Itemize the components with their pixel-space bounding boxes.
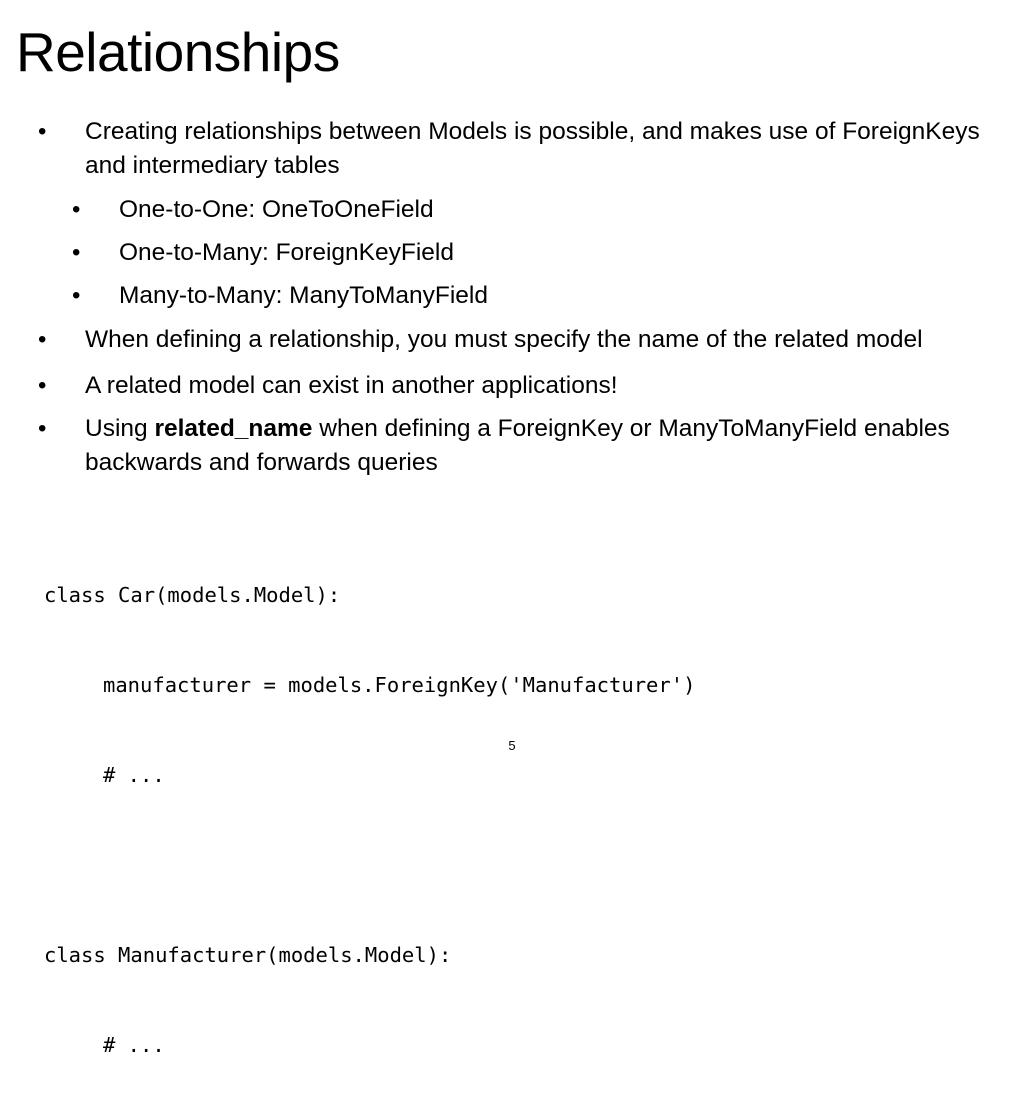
code-block: class Car(models.Model): manufacturer = … (44, 520, 695, 1120)
bullet-text: One-to-Many: ForeignKeyField (119, 239, 454, 266)
slide: Relationships • Creating relationships b… (0, 21, 1024, 1057)
sub-bullet-item: • One-to-Many: ForeignKeyField (0, 236, 1024, 270)
bullet-text: Creating relationships between Models is… (85, 118, 980, 179)
bullet-list: • Creating relationships between Models … (0, 115, 1024, 480)
bullet-dot-icon: • (72, 196, 81, 223)
code-line: class Car(models.Model): (44, 583, 341, 607)
bullet-item: • When defining a relationship, you must… (0, 323, 1024, 357)
bullet-text: When defining a relationship, you must s… (85, 326, 923, 353)
bullet-text-suffix: when defining a ForeignKey or ManyToMany… (85, 415, 950, 476)
bullet-text-bold: related_name (154, 415, 313, 442)
bullet-dot-icon: • (38, 326, 47, 353)
slide-title: Relationships (16, 21, 340, 83)
code-line: class Manufacturer(models.Model): (44, 943, 452, 967)
bullet-dot-icon: • (72, 282, 81, 309)
sub-bullet-item: • Many-to-Many: ManyToManyField (0, 279, 1024, 313)
code-blank-line (44, 850, 695, 880)
bullet-text-prefix: Using (85, 415, 155, 442)
bullet-dot-icon: • (72, 239, 81, 266)
code-line: # ... (103, 1033, 165, 1057)
bullet-text: A related model can exist in another app… (85, 372, 618, 399)
bullet-text: One-to-One: OneToOneField (119, 196, 434, 223)
bullet-text: Many-to-Many: ManyToManyField (119, 282, 488, 309)
sub-bullet-item: • One-to-One: OneToOneField (0, 193, 1024, 227)
bullet-dot-icon: • (38, 118, 47, 145)
bullet-text: Using related_name when defining a Forei… (85, 412, 985, 480)
bullet-dot-icon: • (38, 372, 47, 399)
code-line: manufacturer = models.ForeignKey('Manufa… (103, 673, 696, 697)
code-line: # ... (103, 763, 165, 787)
bullet-item: • Creating relationships between Models … (0, 115, 1024, 183)
bullet-item: • Using related_name when defining a For… (0, 412, 1024, 480)
bullet-item: • A related model can exist in another a… (0, 369, 1024, 403)
bullet-dot-icon: • (38, 415, 47, 442)
page-number: 5 (508, 738, 516, 753)
